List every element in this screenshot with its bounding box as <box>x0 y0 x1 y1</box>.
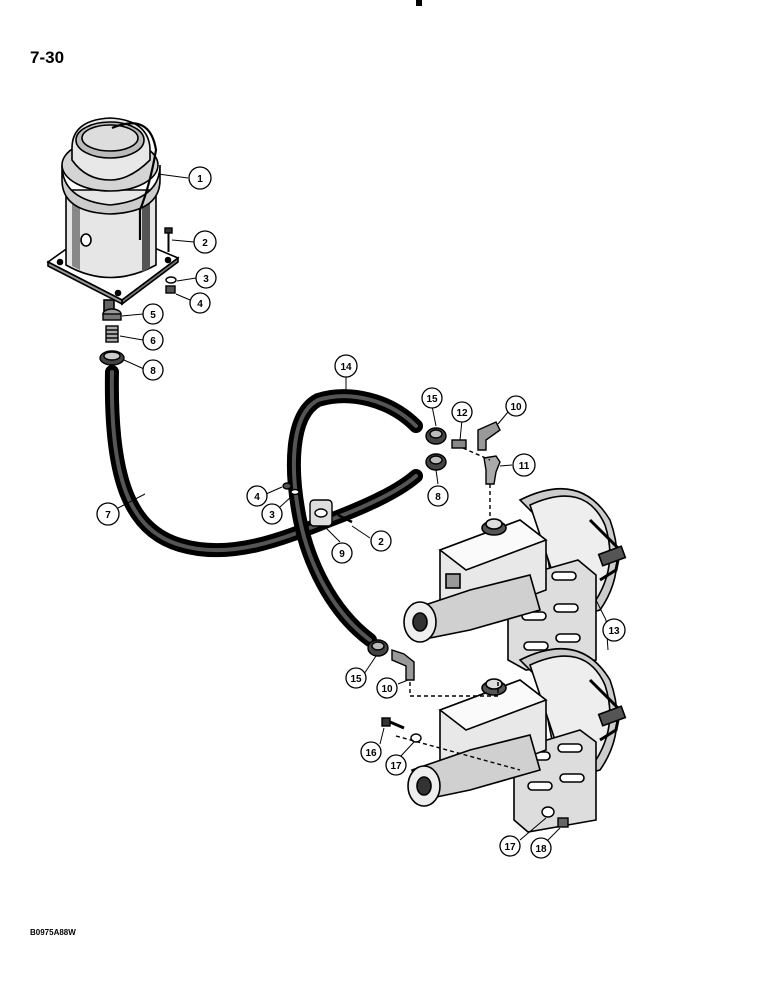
callout-18: 18 <box>530 837 552 859</box>
svg-text:13: 13 <box>608 626 620 637</box>
svg-text:2: 2 <box>378 537 384 548</box>
callout-3-mid: 3 <box>261 503 283 525</box>
callout-8-mid: 8 <box>427 485 449 507</box>
figure-code: B0975A88W <box>30 928 76 937</box>
callout-6: 6 <box>142 329 164 351</box>
callout-2-mid: 2 <box>370 530 392 552</box>
svg-text:14: 14 <box>340 362 352 373</box>
callout-10-lower: 10 <box>376 677 398 699</box>
svg-text:15: 15 <box>350 674 362 685</box>
svg-text:8: 8 <box>150 366 156 377</box>
svg-text:7: 7 <box>105 510 111 521</box>
hose-clamp <box>282 482 353 527</box>
callout-11: 11 <box>512 453 536 477</box>
callouts: 1 2 3 4 5 6 8 7 14 15 12 10 11 8 4 3 2 9… <box>96 166 626 859</box>
reservoir <box>46 117 180 313</box>
page-number: 7-30 <box>30 48 65 67</box>
callout-10-upper: 10 <box>505 395 527 417</box>
callout-9: 9 <box>331 542 353 564</box>
hoses <box>104 365 423 647</box>
svg-text:10: 10 <box>510 402 522 413</box>
svg-text:10: 10 <box>381 684 393 695</box>
upper-brake-assembly <box>403 487 627 671</box>
callout-4-mid: 4 <box>246 485 268 507</box>
svg-text:18: 18 <box>535 844 547 855</box>
callout-3: 3 <box>195 267 217 289</box>
callout-7: 7 <box>96 502 120 526</box>
svg-text:2: 2 <box>202 238 208 249</box>
callout-17-left: 17 <box>385 754 407 776</box>
lower-fittings <box>367 639 569 828</box>
callout-5: 5 <box>142 303 164 325</box>
callout-2: 2 <box>193 230 217 254</box>
top-mark <box>416 0 422 6</box>
svg-text:16: 16 <box>365 748 377 759</box>
svg-text:3: 3 <box>269 510 275 521</box>
upper-fittings <box>425 421 501 520</box>
svg-text:4: 4 <box>197 299 203 310</box>
callout-8: 8 <box>142 359 164 381</box>
svg-text:11: 11 <box>519 461 530 472</box>
svg-text:1: 1 <box>197 174 203 185</box>
svg-text:17: 17 <box>390 761 402 772</box>
svg-text:8: 8 <box>435 492 441 503</box>
callout-12: 12 <box>451 401 473 423</box>
reservoir-fittings <box>99 227 177 366</box>
callout-13: 13 <box>602 618 626 642</box>
callout-4: 4 <box>189 292 211 314</box>
callout-15-lower: 15 <box>345 667 367 689</box>
svg-text:15: 15 <box>426 394 438 405</box>
callout-15-upper: 15 <box>421 387 443 409</box>
svg-text:6: 6 <box>150 336 156 347</box>
svg-text:12: 12 <box>456 408 468 419</box>
lower-brake-assembly <box>407 647 627 833</box>
svg-text:17: 17 <box>504 842 516 853</box>
callout-14: 14 <box>334 354 358 378</box>
svg-text:5: 5 <box>150 310 156 321</box>
svg-text:4: 4 <box>254 492 260 503</box>
callout-17-right: 17 <box>499 835 521 857</box>
callout-1: 1 <box>188 166 212 190</box>
svg-text:3: 3 <box>203 274 209 285</box>
svg-text:9: 9 <box>339 549 345 560</box>
callout-16: 16 <box>360 741 382 763</box>
